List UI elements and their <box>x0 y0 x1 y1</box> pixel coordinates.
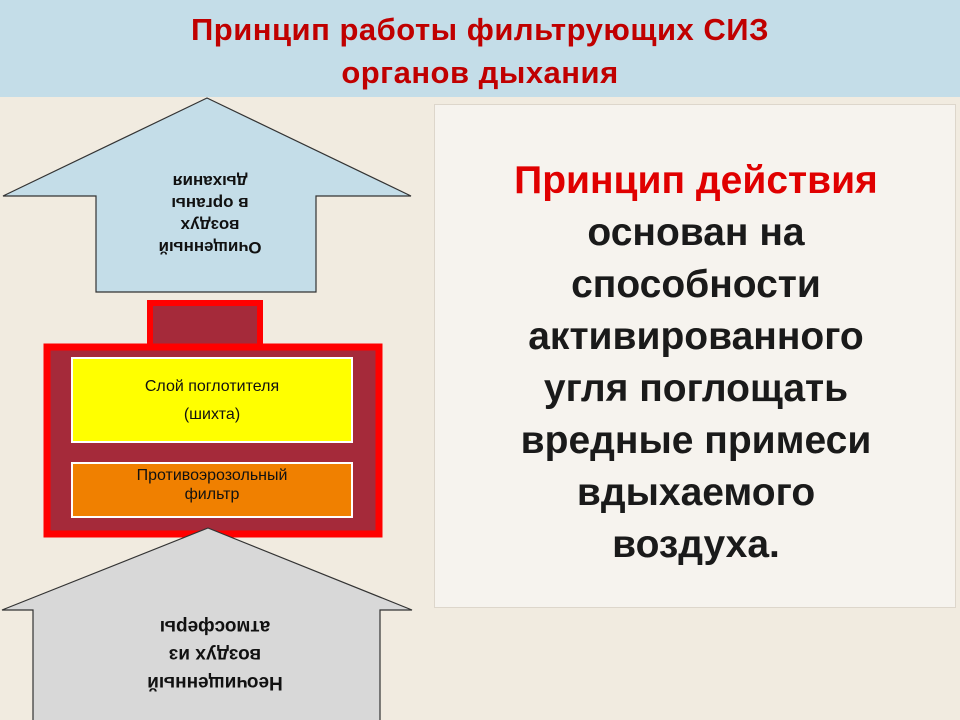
description-line: вредные примеси <box>520 419 872 462</box>
absorber-layer-label: Слой поглотителя (шихта) <box>144 378 280 423</box>
description-line: основан на <box>587 211 805 254</box>
title-line-2: органов дыхания <box>341 55 619 90</box>
description-line: воздуха. <box>612 523 780 566</box>
description-line: активированного <box>528 315 864 358</box>
clean-air-label: Очищенный воздух в органы дыхания <box>158 172 262 257</box>
title-banner <box>0 0 960 97</box>
description-panel: Принцип действия основан на способности … <box>434 104 956 608</box>
absorber-layer <box>71 357 353 443</box>
canister-neck <box>147 300 263 354</box>
title-line-1: Принцип работы фильтрующих СИЗ <box>191 12 769 47</box>
unclean-air-arrow <box>1 527 413 720</box>
description-highlight: Принцип действия <box>514 159 878 202</box>
description-line: способности <box>571 263 821 306</box>
description-line: угля поглощать <box>543 367 849 410</box>
description-text: Принцип действия основан на способности … <box>435 155 957 571</box>
aerosol-filter-layer <box>71 462 353 518</box>
aerosol-filter-label: Противоэрозольный фильтр <box>136 467 288 503</box>
description-line: вдыхаемого <box>576 471 816 514</box>
slide-title: Принцип работы фильтрующих СИЗ органов д… <box>0 8 960 94</box>
unclean-air-label: Неочищенный воздух из атмосферы <box>147 616 283 693</box>
clean-air-arrow <box>2 97 412 293</box>
